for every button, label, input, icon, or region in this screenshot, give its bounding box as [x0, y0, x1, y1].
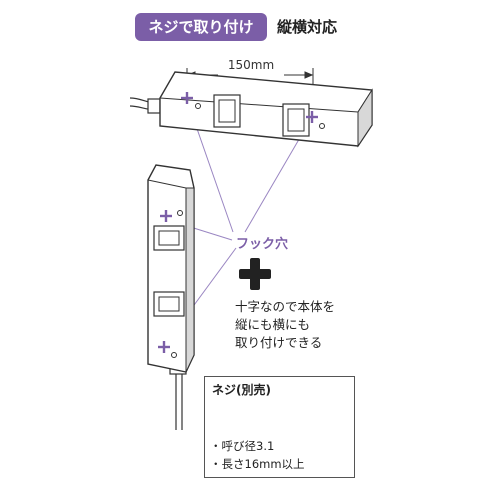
screw-spec-length: ・長さ16mm以上 [210, 457, 305, 471]
screw-box-title: ネジ(別売) [212, 383, 271, 397]
cross-hole-icon [181, 92, 193, 104]
note-line: 取り付けできる [235, 335, 323, 350]
hook-hole-label: フック穴 [236, 237, 289, 252]
orientation-subtitle: 縦横対応 [277, 18, 338, 36]
vertical-power-strip [147, 164, 195, 430]
small-hole [195, 103, 201, 109]
cross-hole-icon [158, 341, 170, 353]
mounting-badge: ネジで取り付け [135, 13, 267, 41]
dimension-label: 150mm [227, 58, 275, 72]
small-hole [177, 210, 183, 216]
plus-icon [239, 258, 271, 290]
cross-hole-icon [306, 111, 318, 123]
horizontal-power-strip [129, 71, 373, 148]
screw-info-box [204, 376, 355, 478]
screw-spec-diameter: ・呼び径3.1 [210, 439, 275, 453]
note-line: 十字なので本体を [235, 299, 336, 314]
orientation-note: 十字なので本体を 縦にも横にも 取り付けできる [235, 298, 335, 352]
cross-hole-icon [160, 210, 172, 222]
note-line: 縦にも横にも [235, 317, 311, 332]
small-hole [171, 352, 177, 358]
small-hole [319, 123, 325, 129]
